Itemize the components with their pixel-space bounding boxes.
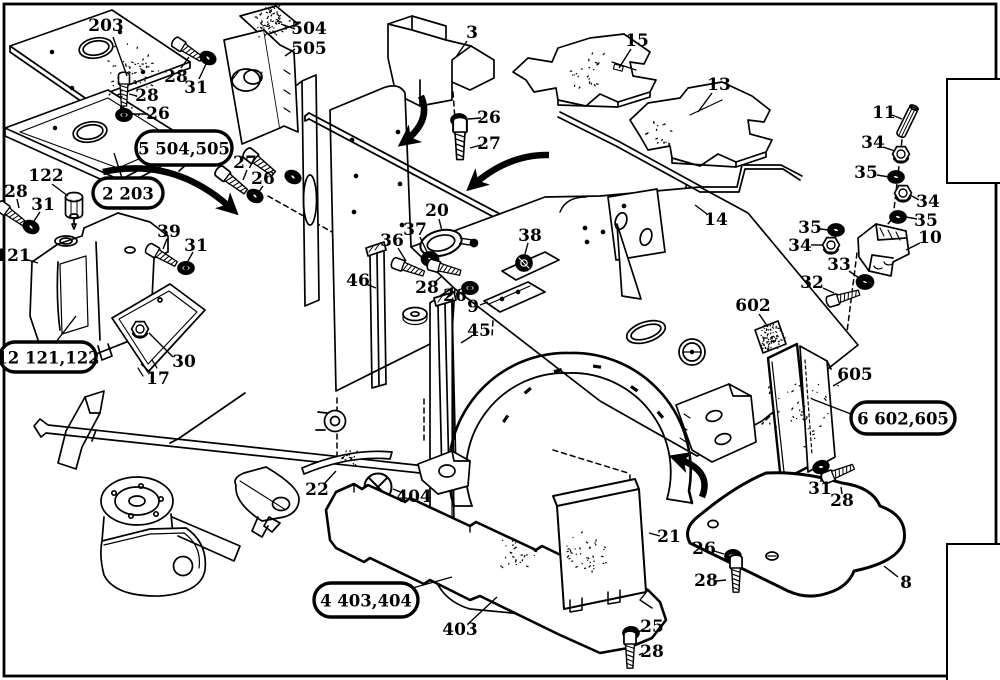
part-number-label: 602 [735, 296, 771, 316]
part-46-channel [365, 241, 387, 389]
part-45-channel [433, 291, 457, 479]
part-number-label: 403 [442, 620, 478, 640]
part-22-strip [301, 450, 393, 475]
direction-arrows [102, 94, 708, 499]
part-number-label: 9 [467, 297, 479, 317]
callout-label[interactable]: 6 602,605 [857, 410, 949, 429]
part-number-label: 17 [146, 369, 170, 389]
part-number-label: 505 [291, 39, 327, 59]
part-number-label: 20 [425, 201, 449, 221]
part-number-label: 21 [657, 527, 681, 547]
part-number-label: 13 [707, 75, 731, 95]
part-number-label: 121 [0, 246, 31, 266]
callout-oval[interactable] [312, 581, 420, 619]
part-number-label: 28 [830, 491, 854, 511]
part-number-label: 33 [827, 255, 851, 275]
part-number-label: 35 [854, 163, 878, 183]
part-number-label: 25 [640, 617, 664, 637]
part-number-label: 38 [518, 226, 542, 246]
part-number-label: 45 [467, 321, 491, 341]
part-number-label: 28 [694, 571, 718, 591]
part-number-label: 34 [916, 192, 940, 212]
direction-arrow [102, 165, 239, 216]
part-20-clamp [419, 228, 479, 258]
part-number-label: 36 [380, 231, 404, 251]
callout-oval[interactable] [0, 340, 98, 374]
part-21-insulation [552, 478, 647, 613]
part-number-label: 32 [800, 273, 824, 293]
part-number-label: 26 [477, 108, 501, 128]
part-602-insulation [754, 320, 787, 354]
part-8-cover-plate [686, 471, 906, 598]
part-number-label: 34 [788, 236, 812, 256]
part-number-label: 34 [861, 133, 885, 153]
part-number-label: 8 [900, 573, 912, 593]
part-number-label: 39 [157, 222, 181, 242]
direction-arrow [397, 94, 428, 147]
part-number-label: 27 [477, 134, 501, 154]
part-number-label: 35 [914, 211, 938, 231]
callout-oval[interactable] [91, 176, 165, 210]
part-number-label: 28 [135, 86, 159, 106]
direction-arrow [466, 151, 550, 192]
callout-oval[interactable] [134, 129, 234, 167]
part-number-label: 404 [396, 487, 432, 507]
part-number-label: 37 [403, 220, 427, 240]
part-number-label: 28 [640, 642, 664, 662]
leader-lines [16, 23, 921, 656]
callout-label[interactable]: 5 504,505 [138, 140, 230, 159]
lower-frame [33, 390, 471, 597]
part-number-label: 14 [704, 210, 728, 230]
part-number-label: 31 [808, 479, 832, 499]
part-number-label: 28 [164, 67, 188, 87]
part-number-label: 11 [872, 103, 896, 123]
part-3-bracket [387, 15, 495, 107]
callout-label[interactable]: 2 203 [102, 185, 154, 204]
part-number-label: 22 [305, 480, 329, 500]
part-number-label: 26 [251, 169, 275, 189]
bolt-38 [515, 254, 533, 272]
border-notch-top-right [946, 78, 1000, 184]
part-number-label: 605 [837, 365, 873, 385]
part-number-label: 30 [172, 352, 196, 372]
part-number-label: 504 [291, 19, 327, 39]
part-number-label: 10 [918, 228, 942, 248]
spacer-disc [402, 306, 428, 326]
part-number-label: 31 [31, 195, 55, 215]
part-11-pin [896, 104, 920, 139]
part-number-label: 26 [692, 539, 716, 559]
part-15-plate [512, 33, 657, 108]
part-605-insulation [766, 342, 836, 483]
part-10-clamp-bracket [857, 223, 910, 277]
callout-oval[interactable] [849, 400, 957, 436]
part-number-label: 122 [28, 166, 64, 186]
part-number-label: 31 [184, 78, 208, 98]
callout-label[interactable]: 4 403,404 [320, 592, 412, 611]
part-number-label: 15 [625, 31, 649, 51]
part-number-label: 203 [88, 16, 124, 36]
part-number-label: 26 [146, 104, 170, 124]
direction-arrow [668, 451, 708, 499]
part-number-label: 28 [4, 182, 28, 202]
part-17-plate [111, 283, 206, 377]
part-number-label: 46 [346, 271, 370, 291]
part-number-label: 35 [798, 218, 822, 238]
part-number-label: 3 [466, 23, 478, 43]
border-notch-bottom-right [946, 543, 1000, 680]
part-number-label: 27 [233, 153, 257, 173]
part-505-panel-box [223, 5, 299, 145]
part-122-cap [64, 191, 84, 230]
part-13-plate [629, 81, 773, 168]
part-number-label: 26 [443, 286, 467, 306]
part-number-label: 28 [415, 278, 439, 298]
callout-ovals: 5 504,505 2 203 12 121,122 4 403,404 6 602,6… [0, 129, 957, 619]
part-number-label: 31 [184, 236, 208, 256]
callout-label[interactable]: 12 121,122 [0, 349, 100, 368]
